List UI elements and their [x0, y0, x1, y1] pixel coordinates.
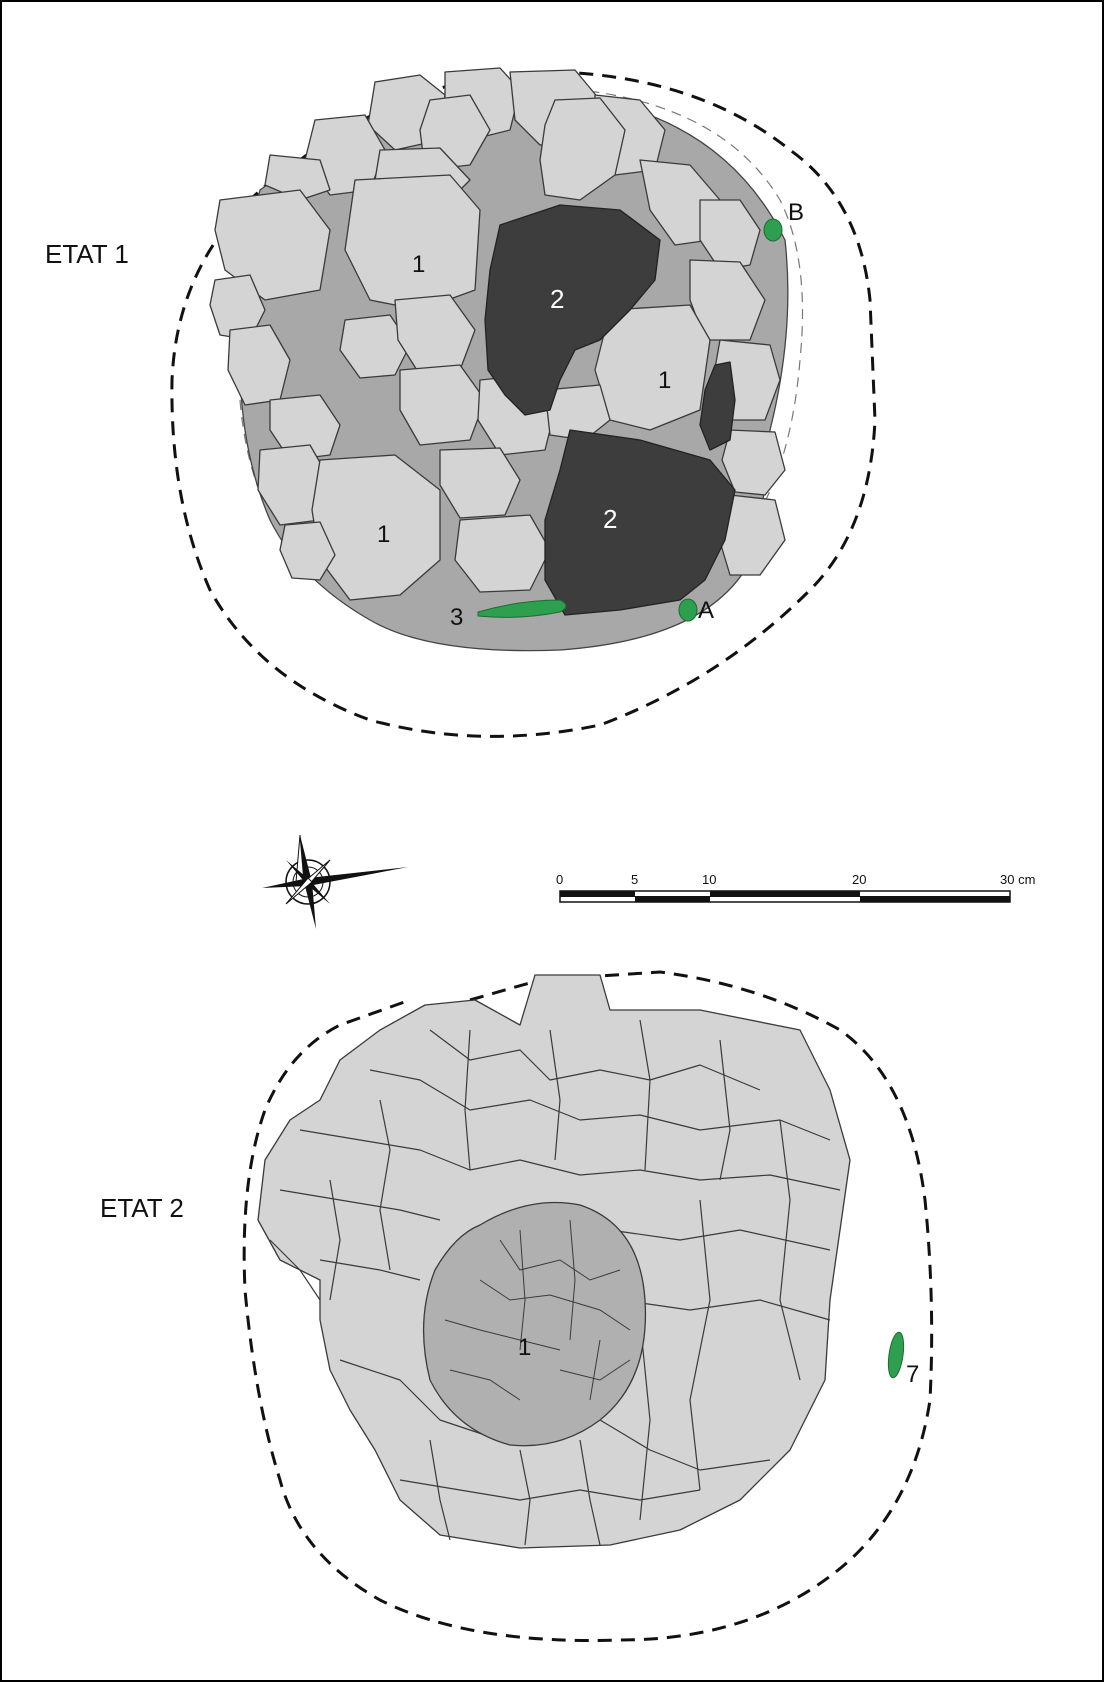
state1-dark-stones [484, 204, 736, 616]
state1-title: ETAT 1 [45, 239, 129, 269]
state2-central-zone [422, 1201, 647, 1447]
stone [689, 259, 766, 341]
compass-rose-icon [262, 834, 408, 929]
stone [339, 314, 411, 379]
dark-stone-small [699, 361, 736, 451]
scale-tick-label: 20 [852, 872, 866, 887]
stone-1b [594, 304, 711, 431]
label-1: 1 [377, 521, 390, 548]
state1-dashed-limit [170, 70, 877, 738]
stone [699, 199, 761, 271]
state2-title: ETAT 2 [100, 1193, 184, 1223]
state1-plan: ETAT 1 1 1 1 2 2 3 A B [45, 67, 877, 738]
stone-1a [344, 174, 481, 311]
label-1: 1 [658, 367, 671, 394]
green-element-7 [887, 1331, 905, 1379]
state1-stones [209, 67, 786, 601]
state2-plan: ETAT 2 1 7 [100, 970, 934, 1642]
label-1: 1 [518, 1334, 531, 1361]
stone [269, 394, 341, 461]
stone [539, 97, 626, 201]
stone [721, 429, 786, 496]
label-3: 3 [450, 604, 463, 631]
scale-tick-label: 10 [702, 872, 716, 887]
state2-central-joints [444, 1219, 631, 1401]
state2-dashed-limit [242, 970, 934, 1642]
dark-stone-2b [544, 429, 736, 616]
scale-tick-label: 5 [631, 872, 638, 887]
stone [264, 154, 331, 201]
stone [454, 514, 551, 593]
green-element-b [763, 218, 783, 242]
label-2: 2 [550, 284, 564, 314]
label-1: 1 [412, 251, 425, 278]
label-2: 2 [603, 504, 617, 534]
scale-bar: 0 5 10 20 30 cm [556, 872, 1035, 903]
stone [214, 189, 331, 301]
dark-stone-2a [484, 204, 661, 416]
state2-stone-joints [269, 1019, 841, 1546]
scale-tick-label: 0 [556, 872, 563, 887]
label-b: B [788, 199, 804, 226]
stone [439, 447, 521, 519]
green-element-3 [477, 599, 567, 618]
green-element-a [678, 598, 698, 622]
stone [544, 384, 611, 441]
stone [399, 364, 486, 446]
stone [279, 521, 336, 581]
scale-tick-label: 30 cm [1000, 872, 1035, 887]
label-7: 7 [906, 1361, 919, 1388]
state1-green [477, 218, 783, 622]
label-a: A [698, 597, 714, 624]
